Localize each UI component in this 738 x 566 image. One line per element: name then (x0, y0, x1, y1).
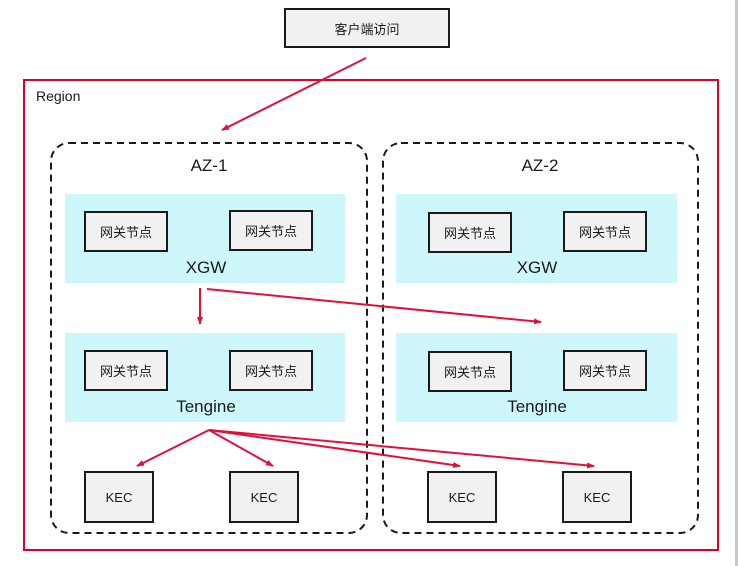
node-label: 网关节点 (99, 225, 152, 240)
client-access-label: 客户端访问 (334, 21, 400, 37)
az-1-tengine-node-1: 网关节点 (84, 350, 168, 391)
kec-label: KEC (250, 489, 278, 505)
az-2-xgw-node-1: 网关节点 (428, 212, 512, 253)
node-label: 网关节点 (443, 365, 496, 380)
node-label: 网关节点 (99, 364, 152, 379)
node-label: 网关节点 (244, 224, 297, 239)
az-2-label: AZ-2 (521, 156, 559, 175)
az-1-tengine-node-2: 网关节点 (229, 350, 313, 391)
node-label: 网关节点 (578, 364, 631, 379)
arrow-tengine-to-kec-az1-1 (136, 429, 210, 467)
kec-label: KEC (448, 489, 476, 505)
az-1-label: AZ-1 (190, 156, 228, 175)
az-1-xgw-node-1: 网关节点 (84, 211, 168, 252)
az-2-container (382, 142, 699, 534)
node-label: 网关节点 (443, 226, 496, 241)
node-label: 网关节点 (244, 364, 297, 379)
az-1-kec-1: KEC (84, 471, 154, 523)
region-label: Region (36, 88, 81, 104)
az-1-xgw-node-2: 网关节点 (229, 210, 313, 251)
az-1-xgw-label: XGW (185, 258, 227, 277)
arrow-tengine-to-kec-az1-2 (208, 429, 274, 467)
az-1-tengine-label: Tengine (176, 397, 236, 416)
az-2-xgw-label: XGW (516, 258, 558, 277)
az-2-kec-2: KEC (562, 471, 632, 523)
az-1-container (50, 142, 368, 534)
region-container (23, 79, 719, 551)
az-2-kec-1: KEC (427, 471, 497, 523)
client-access-box: 客户端访问 (284, 8, 450, 48)
az-1-kec-2: KEC (229, 471, 299, 523)
az-2-xgw-node-2: 网关节点 (563, 211, 647, 252)
az-2-tengine-label: Tengine (507, 397, 567, 416)
scrollbar[interactable] (735, 0, 738, 566)
arrow-tengine-to-kec-az2-2 (208, 429, 595, 469)
node-label: 网关节点 (578, 225, 631, 240)
arrow-client-to-az1 (221, 57, 367, 131)
az-2-tengine-node-2: 网关节点 (563, 350, 647, 391)
kec-label: KEC (583, 489, 611, 505)
arrow-xgw-to-tengine-az2 (206, 288, 542, 325)
az-2-tengine-node-1: 网关节点 (428, 351, 512, 392)
kec-label: KEC (105, 489, 133, 505)
arrow-tengine-to-kec-az2-1 (208, 429, 461, 468)
